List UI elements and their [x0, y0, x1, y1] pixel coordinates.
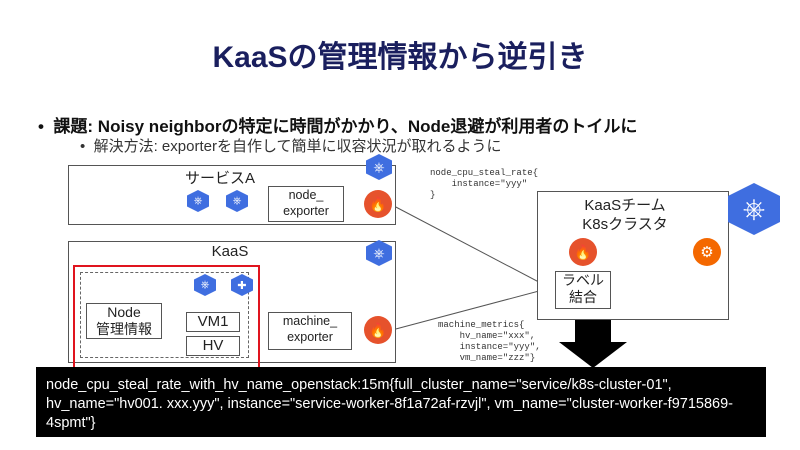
team-cluster-title: KaaSチーム K8sクラスタ — [560, 196, 690, 234]
kubernetes-icon: ⎈ — [366, 240, 392, 266]
label-join-line1: ラベル — [562, 272, 604, 288]
kubernetes-icon: ⎈ — [728, 183, 780, 235]
prometheus-icon: 🔥 — [364, 190, 392, 218]
team-cluster-line2: K8sクラスタ — [582, 216, 668, 233]
grafana-icon: ⚙ — [693, 238, 721, 266]
node-icon: ⎈ — [194, 274, 216, 296]
page-title: KaaSの管理情報から逆引き — [212, 41, 588, 74]
node-mgmt-line1: Node — [107, 304, 141, 320]
arrow-service-to-join — [391, 204, 555, 291]
machine-exporter-box: machine_ exporter — [268, 312, 352, 350]
metric-node-cpu-steal: node_cpu_steal_rate{ instance="yyy" } — [430, 168, 539, 200]
node-exporter-line1: node_ — [288, 188, 324, 202]
hv-box: HV — [186, 336, 240, 356]
bullet-solution-text: 解決方法: exporterを自作して簡単に収容状況が取れるように — [93, 138, 502, 155]
label-join-box: ラベル 結合 — [555, 271, 611, 309]
bullet-solution: • 解決方法: exporterを自作して簡単に収容状況が取れるように — [80, 135, 502, 156]
machine-exporter-line1: machine_ — [282, 314, 338, 328]
machine-exporter-line2: exporter — [287, 330, 333, 344]
node-icon: ⎈ — [226, 190, 248, 212]
kaas-label: KaaS — [211, 243, 249, 260]
node-exporter-line2: exporter — [283, 204, 329, 218]
bullet-problem-text: 課題: Noisy neighborの特定に時間がかかり、Node退避が利用者の… — [53, 117, 638, 136]
arrow-kaas-to-join — [391, 285, 555, 331]
node-mgmt-line2: 管理情報 — [96, 321, 152, 337]
down-arrow-icon — [559, 320, 627, 368]
service-a-label: サービスA — [184, 170, 255, 187]
node-icon: ⎈ — [187, 190, 209, 212]
metric-machine-metrics: machine_metrics{ hv_name="xxx", instance… — [438, 320, 541, 363]
node-exporter-box: node_ exporter — [268, 186, 344, 222]
result-query-box: node_cpu_steal_rate_with_hv_name_opensta… — [36, 367, 766, 437]
prometheus-icon: 🔥 — [364, 316, 392, 344]
bullet-dot: • — [38, 117, 54, 136]
pod-icon: ✚ — [231, 274, 253, 296]
kubernetes-icon: ⎈ — [366, 154, 392, 180]
node-mgmt-box: Node 管理情報 — [86, 303, 162, 339]
vm-box: VM1 — [186, 312, 240, 332]
prometheus-icon: 🔥 — [569, 238, 597, 266]
bullet-problem: • 課題: Noisy neighborの特定に時間がかかり、Node退避が利用… — [38, 112, 637, 137]
label-join-line2: 結合 — [569, 289, 597, 305]
vm-group-dashed — [80, 272, 249, 358]
team-cluster-line1: KaaSチーム — [584, 197, 666, 214]
bullet-dot: • — [80, 138, 94, 155]
